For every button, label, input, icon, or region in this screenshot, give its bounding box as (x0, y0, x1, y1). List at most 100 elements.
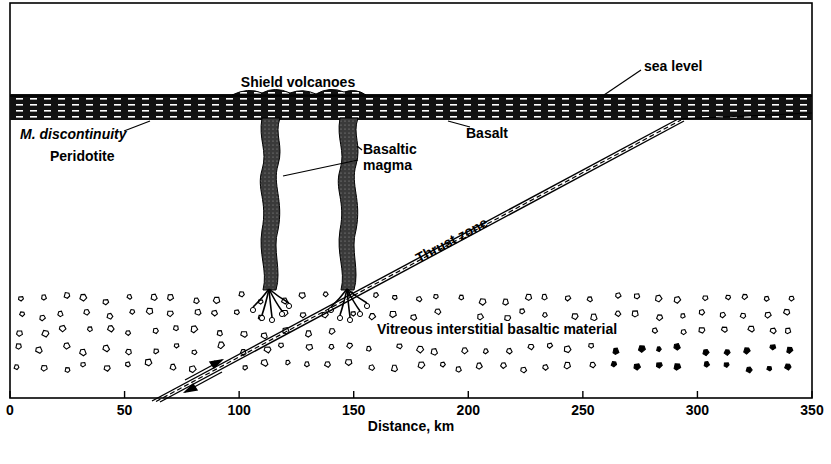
vitreous-dot (652, 328, 657, 333)
feature-label: sea level (644, 58, 702, 74)
region-label: Vitreous interstitial basaltic material (375, 321, 619, 337)
vitreous-dot (195, 309, 201, 315)
tick-mark (811, 391, 812, 398)
vitreous-dot (367, 346, 372, 351)
vitreous-dot (632, 311, 638, 317)
leader-lines (124, 70, 641, 176)
vitreous-dot (699, 310, 704, 315)
vitreous-dot (305, 362, 310, 367)
vitreous-dot (411, 315, 417, 321)
vitreous-dot (218, 342, 224, 349)
vitreous-dot (744, 348, 750, 354)
vitreous-dot (704, 362, 709, 368)
vitreous-dot (503, 299, 509, 305)
feature-label: Basaltic magma (363, 141, 433, 173)
vitreous-dot (720, 312, 725, 317)
vitreous-dot (587, 297, 592, 302)
vitreous-dot (639, 346, 646, 352)
magma-droplet (259, 315, 264, 320)
vitreous-dot (434, 295, 439, 299)
vitreous-dot (390, 311, 396, 317)
vitreous-dot (528, 345, 534, 350)
vitreous-dot (786, 328, 791, 333)
vitreous-dot (564, 346, 571, 353)
vitreous-dot (42, 330, 49, 337)
vitreous-dot (392, 296, 397, 300)
vitreous-dot (88, 327, 93, 332)
magma-droplet (269, 317, 274, 322)
vitreous-dot (167, 311, 173, 316)
slip-arrows (185, 360, 222, 392)
vitreous-dot (279, 343, 284, 347)
vitreous-dot (785, 364, 791, 370)
vitreous-dot (151, 294, 157, 300)
vitreous-dot (611, 362, 616, 367)
vitreous-dot (764, 296, 769, 301)
vitreous-dot (170, 364, 176, 370)
vitreous-dot (397, 344, 402, 349)
vitreous-dot (674, 344, 680, 350)
vitreous-dot (374, 293, 379, 298)
vitreous-dot (787, 347, 793, 353)
vitreous-dot (435, 309, 441, 315)
vitreous-dot (58, 311, 63, 316)
vitreous-dot (192, 350, 197, 355)
vitreous-dot (564, 362, 570, 369)
vitreous-dot (431, 349, 437, 356)
vitreous-dot (329, 329, 335, 335)
vitreous-dot (286, 360, 290, 365)
vitreous-dot (589, 344, 594, 348)
frame (10, 3, 812, 398)
vitreous-dot (264, 347, 271, 353)
vitreous-dot (194, 298, 199, 304)
vitreous-dot (104, 366, 110, 371)
vitreous-dot (347, 343, 353, 348)
tick-label: 350 (800, 402, 823, 418)
magma-droplet (357, 311, 362, 316)
vitreous-dot (418, 362, 425, 368)
vitreous-dot (299, 293, 305, 299)
vitreous-dot (108, 326, 114, 332)
vitreous-dot (103, 300, 109, 305)
vitreous-dot (17, 331, 23, 336)
vitreous-dot (80, 349, 87, 356)
vitreous-dot (742, 294, 747, 299)
tick-mark (353, 391, 354, 398)
tick-label: 300 (686, 402, 709, 418)
vitreous-dot (681, 314, 685, 319)
vitreous-dot (261, 333, 267, 339)
vitreous-dot (153, 328, 158, 333)
vitreous-dot (130, 310, 135, 315)
vitreous-dot (126, 331, 131, 336)
vitreous-dot (770, 328, 776, 334)
vitreous-dot (521, 367, 527, 373)
vitreous-dot (572, 314, 578, 320)
vitreous-dot (40, 315, 46, 321)
vitreous-dot (217, 331, 222, 336)
basalt-crust (10, 94, 812, 120)
vitreous-dot (325, 362, 331, 367)
vitreous-dot (81, 363, 86, 367)
shield-volcanoes (232, 89, 366, 95)
vitreous-dot (329, 344, 334, 349)
vitreous-dot (300, 313, 306, 318)
axis-title: Distance, km (368, 418, 454, 434)
vitreous-dot (703, 350, 709, 356)
vitreous-dot (590, 362, 596, 368)
thrust-zone (152, 113, 812, 402)
magma-droplet (364, 303, 369, 308)
vitreous-dot (80, 294, 87, 301)
vitreous-dot (20, 312, 25, 317)
vitreous-dot (543, 313, 548, 318)
vitreous-dot (212, 310, 218, 316)
tick-mark (9, 391, 10, 398)
tick-mark (468, 391, 469, 398)
vitreous-dot (19, 297, 24, 301)
vitreous-dot (345, 360, 351, 366)
vitreous-dot (748, 326, 754, 332)
vitreous-dot (126, 349, 132, 355)
magma-column (260, 118, 280, 290)
vitreous-dot (615, 311, 621, 317)
tick-mark (697, 391, 698, 398)
